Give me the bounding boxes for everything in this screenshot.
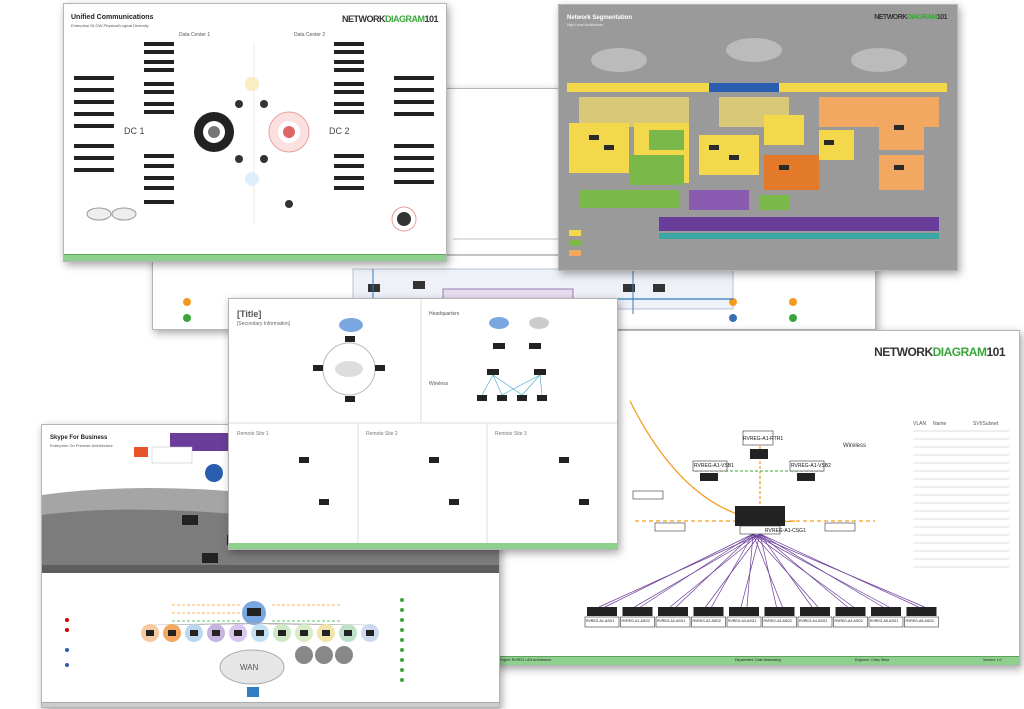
template-hq: Headquarters <box>429 311 460 317</box>
access-switch-label: RVREG-A1-ASG2 <box>621 619 650 623</box>
access-switch-label: RVREG-A4-ASG2 <box>834 619 863 623</box>
segmentation-sheet: Network Segmentation High Level Architec… <box>558 4 958 271</box>
access-switch <box>871 607 901 616</box>
access-switch <box>835 607 866 616</box>
vlan-header: VLAN <box>913 421 927 427</box>
template-diagram <box>229 299 617 549</box>
lan-wireless-label: Wireless <box>843 443 867 449</box>
access-switch <box>729 607 759 616</box>
access-switch-label: RVREG-A2-ASG2 <box>692 619 721 623</box>
footer-version: Version: 1.0 <box>983 658 1002 662</box>
access-switch-label: RVREG-A2-ASG1 <box>657 619 686 623</box>
access-switch-label: RVREG-A3-ASG1 <box>728 619 757 623</box>
uc-title: Unified Communications <box>71 14 154 21</box>
uc-dc1-header: Data Center 1 <box>179 32 211 38</box>
template-sheet: [Title] [Secondary Information] Headquar… <box>228 298 618 550</box>
seg-logo: NETWORKDIAGRAM101 <box>874 14 947 21</box>
lan-core-label: RVREG-A1-CSG1 <box>765 528 806 534</box>
uc-dc1-label: DC 1 <box>124 126 145 136</box>
access-switch <box>622 607 653 616</box>
lan-logo: NETWORKDIAGRAM101 <box>874 345 1005 359</box>
access-switch-label: RVREG-A1-ASG1 <box>586 619 615 623</box>
name-header: Name <box>933 421 947 427</box>
template-remote-3: Remote Site 3 <box>495 431 527 437</box>
access-switch <box>587 607 617 616</box>
template-title: [Title] <box>237 309 262 319</box>
lan-dist-left-label: RVREG-A1-VSB1 <box>694 463 734 469</box>
uc-footer <box>64 254 446 261</box>
background-diagram <box>153 238 797 322</box>
seg-subtitle: High Level Architecture <box>567 23 603 27</box>
skype-wan-label: WAN <box>240 663 259 672</box>
footer-project: Project: RVREG LAN Architecture <box>499 658 552 662</box>
access-switch <box>764 607 795 616</box>
skype-title: Skype For Business <box>50 435 108 441</box>
seg-diagram <box>567 38 947 256</box>
skype-subtitle: Enterprise On Premise Architecture <box>50 443 113 448</box>
access-switch-label: RVREG-A5-ASG1 <box>870 619 899 623</box>
lan-rtr-label: RVREG-A1-RTR1 <box>743 436 784 442</box>
template-wireless: Wireless <box>429 381 449 387</box>
uc-logo: NETWORKDIAGRAM101 <box>341 14 439 24</box>
uc-dc2-label: DC 2 <box>329 126 350 136</box>
lan-footer: Project: RVREG LAN Architecture Departme… <box>495 656 1019 665</box>
access-switch-label: RVREG-A3-ASG2 <box>763 619 792 623</box>
template-remote-1: Remote Site 1 <box>237 431 269 437</box>
access-switch-label: RVREG-A4-ASG1 <box>799 619 828 623</box>
uc-subtitle: Enterprise DLGW Physical/Logical Diversi… <box>71 23 149 28</box>
uc-sheet: Unified Communications Enterprise DLGW P… <box>63 3 447 262</box>
lan-diagram <box>584 400 1009 628</box>
footer-dept: Department: Data Networking <box>735 658 782 662</box>
access-switch <box>800 607 830 616</box>
subnet-header: SVI/Subnet <box>973 421 999 427</box>
template-remote-2: Remote Site 2 <box>366 431 398 437</box>
access-switch <box>693 607 724 616</box>
access-switch <box>906 607 937 616</box>
seg-title: Network Segmentation <box>567 15 633 21</box>
lan-dist-right-label: RVREG-A1-VSB2 <box>791 463 831 469</box>
uc-dc2-header: Data Center 2 <box>294 32 326 38</box>
access-switch-label: RVREG-A5-ASG2 <box>905 619 934 623</box>
uc-diagram <box>74 42 434 232</box>
access-switch <box>658 607 688 616</box>
skype-footer <box>42 702 499 707</box>
footer-engineer: Engineer: Colby West <box>855 658 889 662</box>
template-subtitle: [Secondary Information] <box>237 321 291 327</box>
